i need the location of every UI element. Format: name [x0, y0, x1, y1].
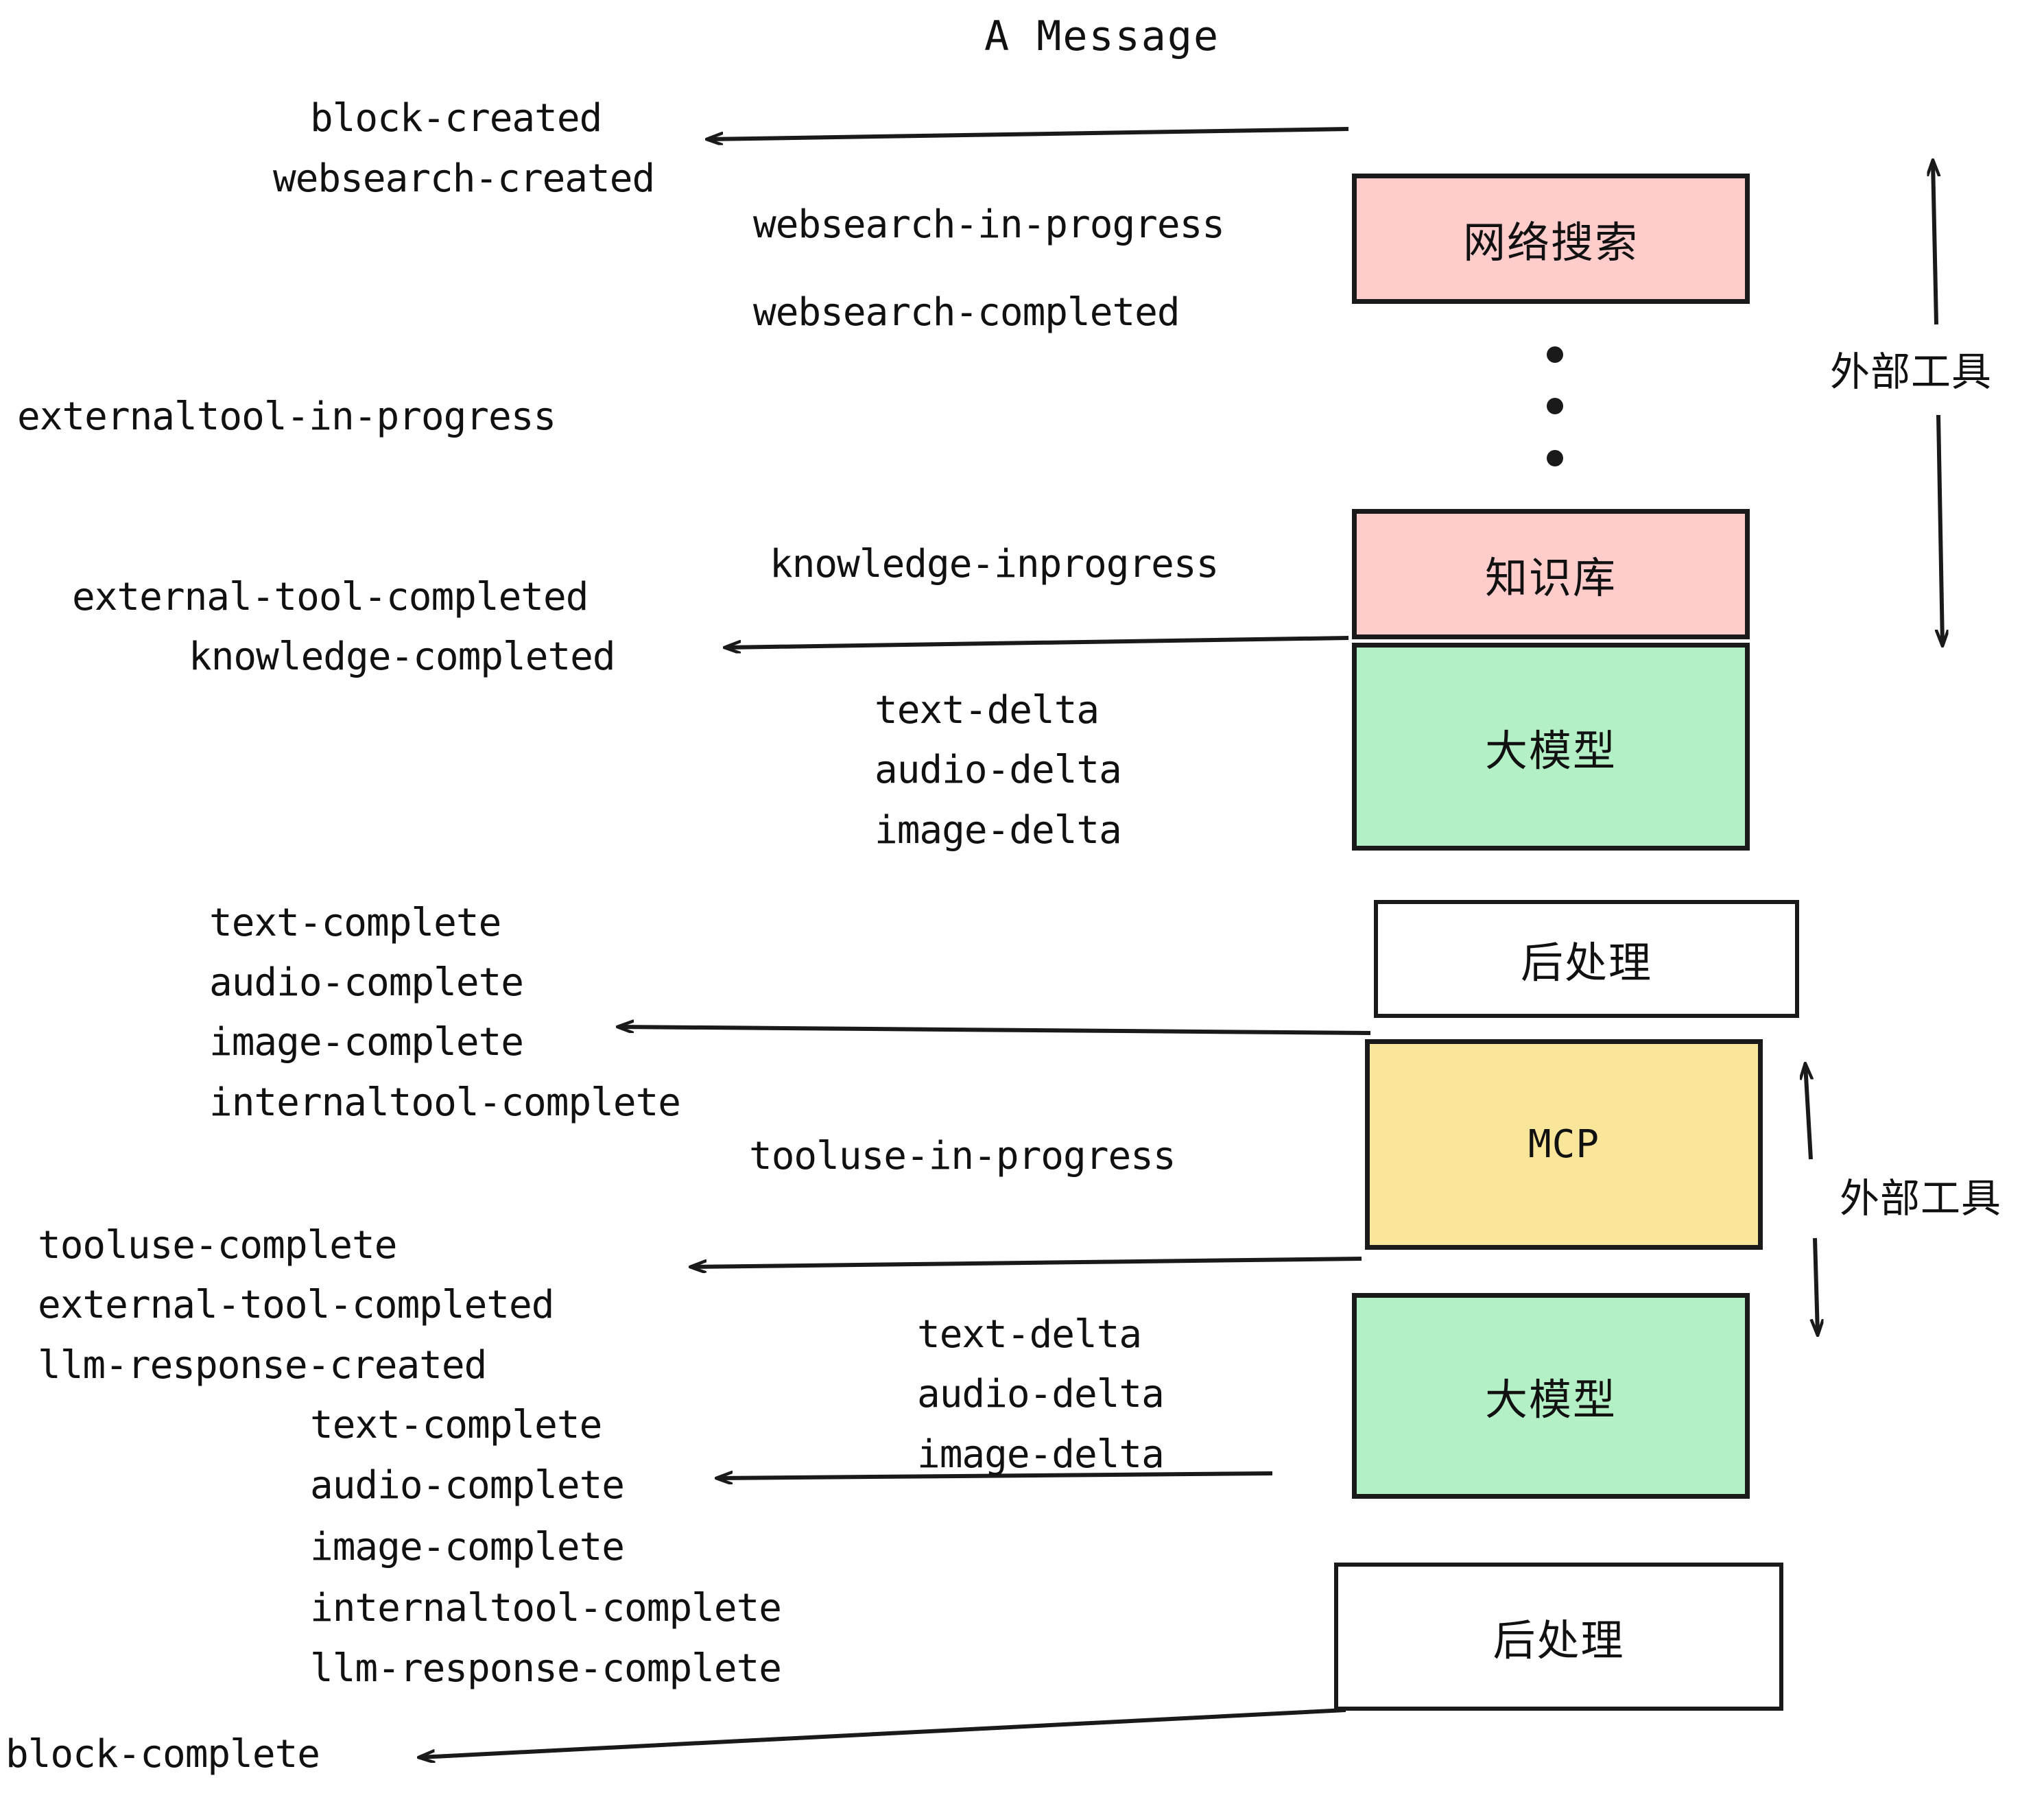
arrow-external-tools-bottom-up	[1805, 1065, 1811, 1160]
event-block-complete: block-complete	[5, 1732, 320, 1777]
ellipsis-dot	[1547, 346, 1563, 363]
node-websearch[interactable]: 网络搜索	[1352, 174, 1750, 304]
event-audio-delta-1: audio-delta	[875, 748, 1122, 792]
arrow-knowledge-to-completed	[726, 636, 1349, 648]
arrow-external-tools-bottom-down	[1815, 1237, 1818, 1334]
arrow-postprocess2-to-block-complete	[420, 1708, 1346, 1757]
arrow-external-tools-top-up	[1933, 161, 1936, 325]
event-image-delta-2: image-delta	[917, 1432, 1165, 1477]
node-llm-2[interactable]: 大模型	[1352, 1293, 1750, 1499]
ellipsis-dot	[1547, 450, 1563, 466]
event-image-complete-1: image-complete	[209, 1020, 524, 1065]
event-text-delta-1: text-delta	[875, 688, 1100, 733]
event-text-complete-1: text-complete	[209, 901, 501, 945]
page-title: A Message	[984, 12, 1220, 60]
event-websearch-created: websearch-created	[273, 156, 655, 201]
node-knowledge-label: 知识库	[1484, 553, 1617, 603]
event-llm-response-created: llm-response-created	[38, 1343, 487, 1388]
arrow-external-tools-top-down	[1938, 414, 1942, 645]
event-image-complete-2: image-complete	[310, 1525, 625, 1569]
node-llm-2-label: 大模型	[1484, 1375, 1617, 1425]
node-llm-1[interactable]: 大模型	[1352, 643, 1750, 851]
event-websearch-completed: websearch-completed	[753, 290, 1180, 335]
event-image-delta-1: image-delta	[875, 808, 1122, 853]
node-postprocess-1-label: 后处理	[1520, 938, 1652, 988]
event-block-created: block-created	[310, 96, 602, 141]
event-audio-delta-2: audio-delta	[917, 1372, 1165, 1416]
node-postprocess-2-label: 后处理	[1493, 1615, 1625, 1665]
event-knowledge-completed: knowledge-completed	[189, 634, 616, 679]
event-internaltool-complete-2: internaltool-complete	[310, 1586, 782, 1630]
arrow-websearch-to-block-created	[708, 127, 1349, 139]
event-websearch-in-progress: websearch-in-progress	[753, 202, 1225, 247]
node-mcp-label: MCP	[1528, 1122, 1600, 1167]
event-external-tool-completed-1: external-tool-completed	[72, 575, 589, 619]
event-knowledge-inprogress: knowledge-inprogress	[770, 542, 1219, 586]
node-llm-1-label: 大模型	[1484, 725, 1617, 776]
label-external-tools-top: 外部工具	[1830, 348, 1993, 395]
node-knowledge[interactable]: 知识库	[1352, 509, 1750, 639]
event-llm-response-complete: llm-response-complete	[310, 1646, 782, 1691]
event-text-complete-2: text-complete	[310, 1403, 602, 1447]
event-internaltool-complete-1: internaltool-complete	[209, 1080, 681, 1125]
event-tooluse-complete: tooluse-complete	[38, 1223, 397, 1268]
label-external-tools-bottom: 外部工具	[1840, 1175, 2002, 1222]
event-text-delta-2: text-delta	[917, 1312, 1142, 1357]
event-audio-complete-2: audio-complete	[310, 1463, 625, 1508]
event-audio-complete-1: audio-complete	[209, 960, 524, 1005]
node-mcp[interactable]: MCP	[1365, 1039, 1763, 1250]
ellipsis-dot	[1547, 398, 1563, 414]
event-externaltool-in-progress: externaltool-in-progress	[17, 394, 556, 439]
node-postprocess-1[interactable]: 后处理	[1374, 900, 1799, 1018]
node-websearch-label: 网络搜索	[1462, 217, 1639, 268]
node-postprocess-2[interactable]: 后处理	[1334, 1563, 1783, 1711]
event-tooluse-in-progress: tooluse-in-progress	[749, 1134, 1176, 1178]
arrow-mcp-to-tooluse-complete	[691, 1257, 1362, 1267]
event-external-tool-completed-2: external-tool-completed	[38, 1283, 554, 1327]
arrow-postprocess1-to-image-complete	[619, 1027, 1371, 1035]
